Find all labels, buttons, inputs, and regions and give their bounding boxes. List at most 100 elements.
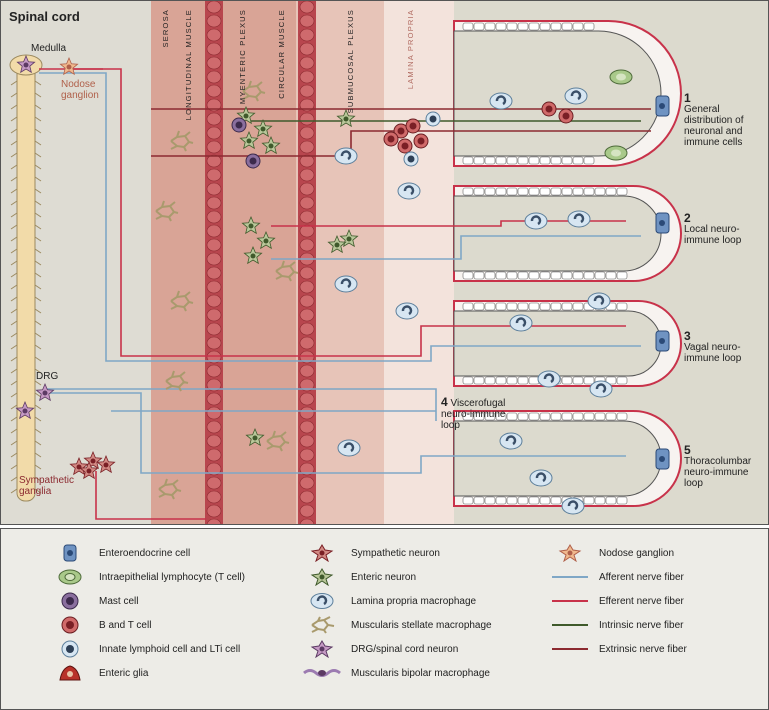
- spinal-root: [34, 308, 42, 314]
- epithelial-cell: [539, 271, 551, 280]
- mast-cell-nucleus: [249, 157, 257, 165]
- spinal-root: [10, 380, 18, 386]
- epithelial-cell: [594, 187, 606, 196]
- spinal-root: [10, 296, 18, 302]
- mast-cell-icon: [49, 592, 91, 610]
- spinal-root: [34, 392, 42, 398]
- epithelial-cell: [517, 496, 529, 505]
- spinal-root: [34, 248, 42, 254]
- muscle-cell: [299, 154, 315, 168]
- epithelial-cell: [616, 496, 628, 505]
- epithelial-cell: [473, 156, 485, 165]
- epithelial-cell: [495, 22, 507, 31]
- enteric-neuron-nucleus: [263, 238, 269, 244]
- villus-core: [453, 30, 662, 157]
- muscle-cell: [299, 336, 315, 350]
- muscularis-stellate-macrophage: [155, 200, 179, 222]
- lamina-propria-macrophage: [537, 370, 561, 388]
- epithelial-cell: [616, 412, 628, 421]
- muscle-cell: [299, 112, 315, 126]
- mucosal-villi: [453, 1, 768, 524]
- legend-item: Sympathetic neuron: [301, 544, 440, 562]
- epithelial-cell: [594, 412, 606, 421]
- epithelial-cell: [462, 156, 474, 165]
- b-and-t-cell-icon: [49, 616, 91, 634]
- muscle-cell: [299, 224, 315, 238]
- lamina-propria-macrophage: [587, 292, 611, 310]
- epithelial-cell: [583, 156, 595, 165]
- spinal-root: [10, 212, 18, 218]
- epithelial-cell: [517, 376, 529, 385]
- legend-item: Efferent nerve fiber: [549, 592, 684, 610]
- lamina-propria-band: [384, 1, 454, 524]
- epithelial-cell: [528, 187, 540, 196]
- muscle-cell: [206, 238, 222, 252]
- epithelial-cell: [561, 302, 573, 311]
- epithelial-cell: [539, 22, 551, 31]
- muscle-cell: [206, 70, 222, 84]
- spinal-root: [10, 416, 18, 422]
- lamina-propria-macrophage: [499, 432, 523, 450]
- innate-lymphoid-cell-nucleus: [429, 115, 437, 123]
- b-and-t-cell-nucleus: [417, 137, 425, 145]
- spinal-root: [10, 488, 18, 494]
- epithelial-cell: [484, 496, 496, 505]
- epithelial-cell: [572, 271, 584, 280]
- myenteric-plexus-label: MYENTERIC PLEXUS: [238, 9, 247, 105]
- muscle-cell: [299, 280, 315, 294]
- lamina-propria-macrophage: [509, 314, 533, 332]
- epithelial-cell: [583, 271, 595, 280]
- epithelial-cell: [583, 187, 595, 196]
- epithelial-cell: [462, 302, 474, 311]
- muscle-cell: [206, 252, 222, 266]
- legend-item: DRG/spinal cord neuron: [301, 640, 458, 658]
- epithelial-cell: [462, 496, 474, 505]
- epithelial-cell: [605, 496, 617, 505]
- spinal-root: [34, 488, 42, 494]
- muscle-cell: [206, 336, 222, 350]
- lamina-propria-macrophage: [567, 210, 591, 228]
- intraepithelial-lymphocyte-nucleus: [611, 149, 621, 157]
- epithelial-cell: [462, 187, 474, 196]
- macrophage-nucleus: [567, 500, 579, 511]
- vagal-efferent-fiber: [39, 68, 626, 357]
- macrophage-nucleus: [505, 435, 517, 446]
- epithelial-cell: [495, 156, 507, 165]
- mast-cell-nucleus: [235, 121, 243, 129]
- villus-core: [453, 420, 662, 497]
- epithelial-cell: [495, 302, 507, 311]
- epithelial-cell: [550, 496, 562, 505]
- local-afferent-fiber: [271, 235, 641, 260]
- spinal-root: [10, 344, 18, 350]
- b-and-t-cell-nucleus: [387, 135, 395, 143]
- nodose-ganglion-neuron-nucleus: [66, 64, 72, 70]
- lamina-propria-macrophage: [524, 212, 548, 230]
- muscle-cell: [206, 308, 222, 322]
- drg-neuron-icon: [301, 640, 343, 658]
- spinal-root: [34, 92, 42, 98]
- epithelial-cell: [539, 156, 551, 165]
- muscularis-stellate-macrophage: [158, 478, 182, 500]
- muscle-cell: [299, 126, 315, 140]
- extrinsic-fiber-icon: [549, 640, 591, 658]
- spinal-root: [10, 80, 18, 86]
- spinal-root: [10, 428, 18, 434]
- epithelial-cell: [539, 302, 551, 311]
- legend-item: Intrinsic nerve fiber: [549, 616, 683, 634]
- epithelial-cell: [583, 412, 595, 421]
- macrophage-nucleus: [495, 95, 507, 106]
- thoracolumbar-afferent-fiber: [47, 392, 626, 474]
- epithelial-cell: [484, 376, 496, 385]
- enteric-neuron-nucleus: [252, 435, 258, 441]
- epithelial-cell: [462, 22, 474, 31]
- epithelial-cell: [462, 271, 474, 280]
- epithelial-cell: [605, 376, 617, 385]
- lamina-propria-macrophage: [529, 469, 553, 487]
- muscle-cell: [299, 476, 315, 490]
- muscle-cell: [299, 462, 315, 476]
- spinal-root: [34, 260, 42, 266]
- b-and-t-cell-nucleus: [409, 122, 417, 130]
- legend-item: Extrinsic nerve fiber: [549, 640, 687, 658]
